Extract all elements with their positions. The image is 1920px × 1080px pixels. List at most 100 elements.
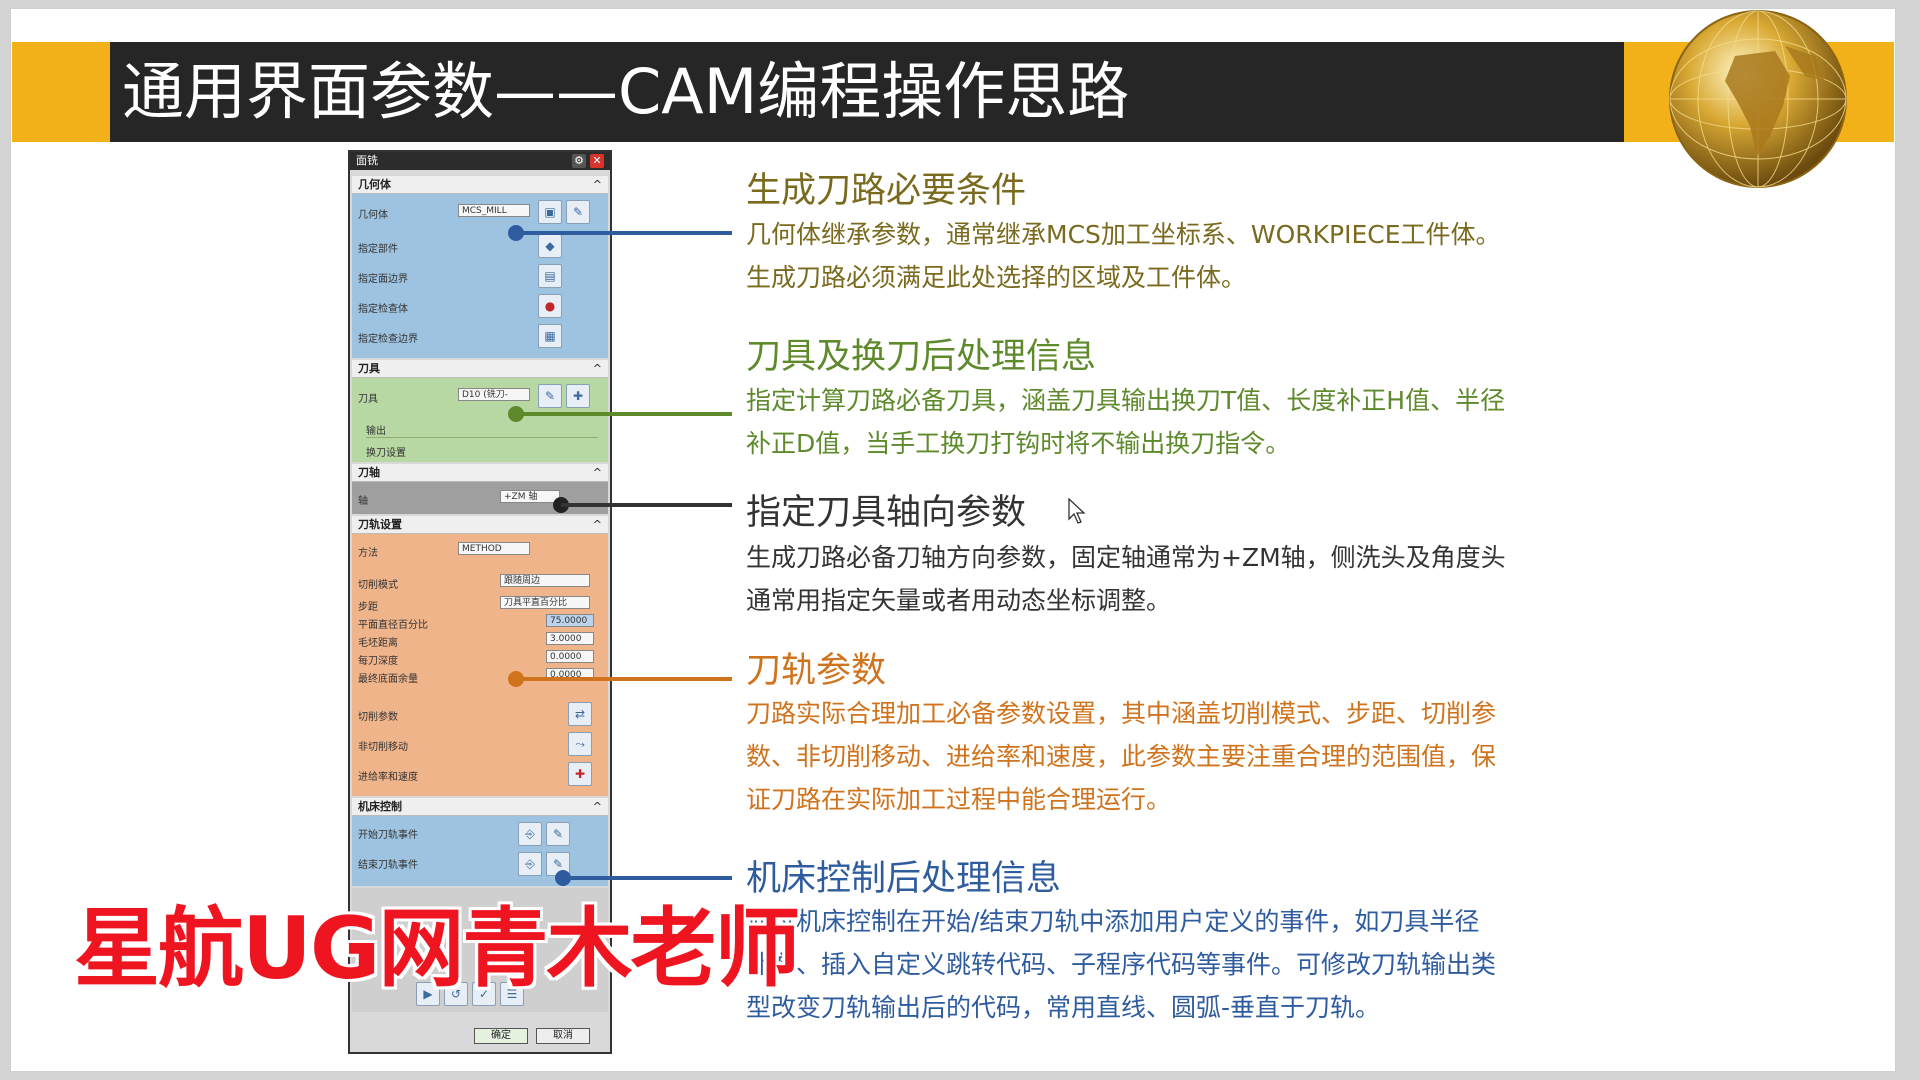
section-header-geometry[interactable]: 几何体 ^ [352, 176, 608, 194]
method-label: 方法 [358, 548, 378, 559]
chevron-up-icon: ^ [592, 178, 602, 191]
settings-icon[interactable]: ⚙ [572, 154, 586, 168]
stepover-label: 步距 [358, 602, 378, 613]
note-line: 生成刀路必须满足此处选择的区域及工件体。 [746, 263, 1247, 292]
note-line: 几何体继承参数，通常继承MCS加工坐标系、WORKPIECE工件体。 [746, 220, 1501, 249]
verify-icon[interactable]: ✓ [472, 982, 496, 1006]
section-header-tool[interactable]: 刀具 ^ [352, 360, 608, 378]
note-heading-path-settings: 刀轨参数 [746, 651, 887, 691]
slide [10, 8, 1896, 1072]
cut-pattern-select[interactable]: 跟随周边 [500, 574, 590, 587]
check-body-icon[interactable]: ● [538, 294, 562, 318]
note-line: 生成刀路必备刀轴方向参数，固定轴通常为+ZM轴，侧洗头及角度头 [746, 543, 1506, 572]
note-line: 刀路实际合理加工必备参数设置，其中涵盖切削模式、步距、切削参 [746, 699, 1497, 728]
note-line: 通过机床控制在开始/结束刀轨中添加用户定义的事件，如刀具半径 [746, 907, 1480, 936]
specify-check-boundary-label: 指定检查边界 [358, 334, 418, 345]
slide-title: 通用界面参数——CAM编程操作思路 [122, 55, 1130, 128]
geometry-row-label: 几何体 [358, 210, 388, 221]
depth-per-cut-label: 每刀深度 [358, 656, 398, 667]
close-icon[interactable]: ✕ [590, 154, 604, 168]
method-select[interactable]: METHOD [458, 542, 530, 555]
blank-distance-label: 毛坯距离 [358, 638, 398, 649]
note-line: 补正D值，当手工换刀打钩时将不输出换刀指令。 [746, 429, 1291, 458]
specify-part-label: 指定部件 [358, 244, 398, 255]
globe-icon [1669, 10, 1847, 188]
blank-distance-input[interactable]: 3.0000 [546, 632, 594, 645]
connector-line-geometry [516, 231, 732, 235]
cutting-params-label: 切削参数 [358, 712, 398, 723]
section-title-path-settings: 刀轨设置 [358, 518, 402, 531]
connector-line-axis [561, 503, 732, 507]
non-cutting-moves-label: 非切削移动 [358, 742, 408, 753]
geometry-select[interactable]: MCS_MILL [458, 204, 530, 217]
list-icon[interactable]: ☰ [500, 982, 524, 1006]
section-header-machine-control[interactable]: 机床控制 ^ [352, 798, 608, 816]
cut-pattern-label: 切削模式 [358, 580, 398, 591]
chevron-up-icon: ^ [592, 800, 602, 813]
watermark-text: 星航UG网青木老师 [74, 899, 800, 999]
axis-row-label: 轴 [358, 496, 368, 507]
chevron-up-icon: ^ [592, 362, 602, 375]
connector-line-machine-control [563, 876, 732, 880]
final-floor-stock-label: 最终底面余量 [358, 674, 418, 685]
feeds-speeds-icon[interactable]: ✚ [568, 762, 592, 786]
edit-geometry-icon[interactable]: ▣ [538, 200, 562, 224]
connector-line-path-settings [516, 677, 732, 681]
replay-icon[interactable]: ↺ [444, 982, 468, 1006]
section-body-axis [352, 482, 608, 514]
section-title-tool: 刀具 [358, 362, 380, 375]
section-title-machine-control: 机床控制 [358, 800, 402, 813]
note-line: 通常用指定矢量或者用动态坐标调整。 [746, 586, 1172, 615]
percent-diameter-input[interactable]: 75.0000 [546, 614, 594, 627]
cutting-params-icon[interactable]: ⇄ [568, 702, 592, 726]
note-line: 补偿、插入自定义跳转代码、子程序代码等事件。可修改刀轨输出类 [746, 950, 1497, 979]
ok-button[interactable]: 确定 [474, 1028, 528, 1044]
connector-line-tool [516, 412, 732, 416]
specify-face-boundary-label: 指定面边界 [358, 274, 408, 285]
chevron-up-icon: ^ [592, 466, 602, 479]
start-events-icon[interactable]: ⎆ [518, 822, 542, 846]
axis-select[interactable]: +ZM 轴 [500, 490, 560, 503]
note-line: 型改变刀轨输出后的代码，常用直线、圆弧-垂直于刀轨。 [746, 993, 1381, 1022]
dialog-title: 面铣 [356, 154, 378, 167]
section-body-geometry [352, 194, 608, 358]
tool-select[interactable]: D10 (铣刀- [458, 388, 530, 401]
stepover-select[interactable]: 刀具平直百分比 [500, 596, 590, 609]
section-title-axis: 刀轴 [358, 466, 380, 479]
note-line: 证刀路在实际加工过程中能合理运行。 [746, 785, 1172, 814]
edit-tool-icon[interactable]: ✎ [538, 384, 562, 408]
output-subsection[interactable]: 输出 [366, 422, 598, 438]
note-heading-geometry: 生成刀路必要条件 [746, 171, 1027, 211]
title-band [110, 42, 1624, 142]
section-header-path-settings[interactable]: 刀轨设置 ^ [352, 516, 608, 534]
face-milling-dialog: 面铣 ⚙ ✕ 几何体 ^ 几何体 MCS_MILL ▣ ✎ 指定部件 ◆ 指定面边… [348, 150, 612, 1054]
specify-check-body-label: 指定检查体 [358, 304, 408, 315]
percent-diameter-label: 平面直径百分比 [358, 620, 428, 631]
note-heading-machine-control: 机床控制后处理信息 [746, 859, 1062, 899]
non-cutting-moves-icon[interactable]: ⤳ [568, 732, 592, 756]
title-band-accent-left [12, 42, 110, 142]
section-header-axis[interactable]: 刀轴 ^ [352, 464, 608, 482]
end-events-icon[interactable]: ⎆ [518, 852, 542, 876]
note-heading-axis: 指定刀具轴向参数 [746, 493, 1027, 533]
generate-icon[interactable]: ▶ [416, 982, 440, 1006]
dialog-titlebar: 面铣 [350, 152, 610, 170]
note-heading-tool: 刀具及换刀后处理信息 [746, 337, 1097, 377]
check-boundary-icon[interactable]: ▦ [538, 324, 562, 348]
note-line: 数、非切削移动、进给率和速度，此参数主要注重合理的范围值，保 [746, 742, 1497, 771]
chevron-up-icon: ^ [592, 518, 602, 531]
face-boundary-icon[interactable]: ▤ [538, 264, 562, 288]
section-title-geometry: 几何体 [358, 178, 391, 191]
part-icon[interactable]: ◆ [538, 234, 562, 258]
tool-change-subsection[interactable]: 换刀设置 [366, 448, 406, 459]
start-events-edit-icon[interactable]: ✎ [546, 822, 570, 846]
cursor-icon [1068, 498, 1086, 524]
depth-per-cut-input[interactable]: 0.0000 [546, 650, 594, 663]
new-tool-icon[interactable]: ✚ [566, 384, 590, 408]
wrench-icon[interactable]: ✎ [566, 200, 590, 224]
note-line: 指定计算刀路必备刀具，涵盖刀具输出换刀T值、长度补正H值、半径 [746, 386, 1506, 415]
cancel-button[interactable]: 取消 [536, 1028, 590, 1044]
feeds-speeds-label: 进给率和速度 [358, 772, 418, 783]
tool-row-label: 刀具 [358, 394, 378, 405]
start-path-events-label: 开始刀轨事件 [358, 830, 418, 841]
